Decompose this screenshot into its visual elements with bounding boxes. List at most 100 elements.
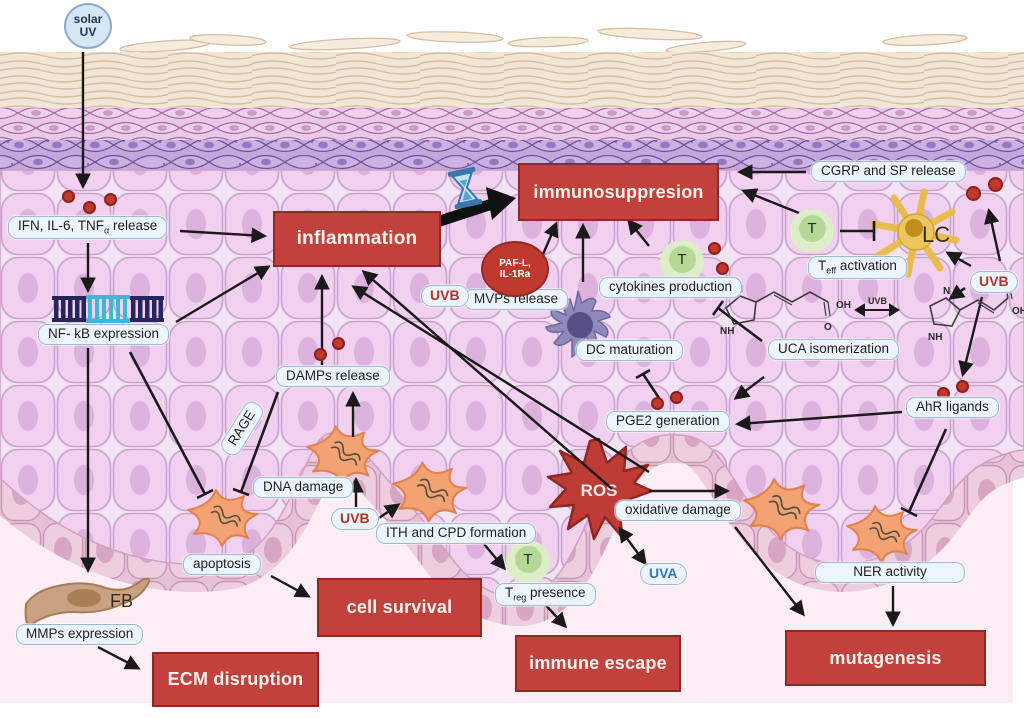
arrow-uvb-up [984,207,1002,262]
mediator-dot [966,186,981,201]
t-cell-treg: T [506,540,550,584]
mediator-dot [83,201,96,214]
mediator-dot [716,262,729,275]
t-cell-label: T [523,550,533,568]
t-cell-label: T [807,219,817,237]
mol-nh: NH [720,326,734,337]
mol-uvb-label: UVB [868,296,888,306]
arrow-uva-to-ros [618,526,647,566]
mediator-dot [104,193,117,206]
mol-nh2: NH [928,332,942,343]
lc-label: LC [922,222,950,247]
label-uca-isomerization: UCA isomerization [768,339,900,360]
arrow-apoptosis-to-cell-survival [270,574,311,598]
mediator-dot [988,177,1003,192]
label-ith-cpd-formation: ITH and CPD formation [376,523,537,544]
mol-o: O [824,322,832,333]
t-cell-label: T [677,250,687,268]
arrow-uvb-to-ahr [958,296,984,378]
mol-oh2: OH [1012,306,1024,317]
label-dna-damage: DNA damage [253,477,354,498]
cell-nucleus [905,219,923,237]
label-treg-presence: Treg presence [495,583,596,606]
melanocyte-apoptotic [187,489,259,547]
arrow-inflammation-to-immunosuppression-bold [435,187,516,228]
dna-helix-icon [210,505,241,527]
label-nfkb-expression: NF- kB expression [38,324,170,345]
cell-nucleus [567,312,593,338]
solar-uv-line1: solar [73,12,103,27]
melanocyte-oxidized [742,477,821,541]
mediator-dot [62,190,75,203]
dna-helix-icon [869,521,901,543]
arrow-nfkb-to-inflammation [175,265,271,324]
label-apoptosis: apoptosis [183,554,261,575]
uvb-tag-right: UVB [970,271,1018,293]
cell-nucleus [67,589,101,607]
t-cell-teff: T [790,209,834,253]
outcome-ecm-disruption: ECM disruption [152,652,319,707]
outcome-cell-survival: cell survival [317,578,482,637]
arrow-oxidative-to-mutagenesis [734,526,805,617]
melanocyte-body [187,489,259,547]
shed-flakes [119,27,968,54]
fibroblast-cell: FB [24,577,151,626]
arrow-ros-to-inflammation [361,269,613,490]
arrow-uvb-to-ith [378,503,401,519]
mediator-dot [332,337,345,350]
label-oxidative-damage: oxidative damage [615,500,741,521]
paf-line2: IL-1Ra [499,269,531,280]
arrow-ifn-to-inflammation [179,227,268,244]
dna-nfkb-icon [52,295,164,323]
outcome-inflammation: inflammation [273,211,441,267]
paf-line1: PAF-L, [499,257,531,269]
uva-tag: UVA [640,563,687,585]
label-ifn-release: IFN, IL-6, TNFα release [8,216,168,239]
solar-uv-line2: UV [79,25,97,39]
outcome-mutagenesis: mutagenesis [785,630,986,686]
label-cgrp-sp-release: CGRP and SP release [811,161,966,182]
ros-burst: ROS [546,437,654,541]
hourglass-icon [447,166,483,210]
label-damps-release: DAMPs release [276,366,390,387]
dna-helix-icon [330,441,361,466]
arrow-ahr-to-pge2 [734,410,903,431]
label-pge2-generation: PGE2 generation [606,411,730,432]
granular-layer [0,108,1024,142]
arrow-uvb-to-lc [945,251,972,268]
fb-label: FB [110,591,133,611]
stratum-corneum-layer [0,52,1024,110]
label-mvps-release: MVPs release [464,289,569,310]
langerhans-cell: LC [870,188,960,278]
melanocyte-damaged [305,425,380,485]
mediator-dot [314,348,327,361]
label-mmps-expression: MMPs expression [16,624,144,645]
outcome-immunosuppression: immunosuppresion [518,163,719,221]
arrow-pge2-to-inflammation [351,285,650,474]
label-cytokines-production: cytokines production [599,277,743,298]
arrow-ith-to-treg [483,543,506,571]
dna-helix-icon [768,495,801,520]
label-ahr-ligands: AhR ligands [906,397,999,418]
solar-uv-source: solar UV [64,3,112,49]
t-cell-cytokines: T [660,240,704,284]
mediator-dot [670,391,683,404]
arrow-mmps-to-ecm [97,645,141,670]
inhibition-lines [128,221,948,518]
arrow-uca-to-pge2 [733,376,765,400]
arrow-cytokines-to-immunosuppression [627,218,650,247]
dna-helix-icon [416,478,449,502]
mediator-dot [651,397,664,410]
uvb-tag-mvps: UVB [421,285,469,307]
mediator-dot [708,242,721,255]
mol-oh: OH [836,300,851,311]
label-teff-activation: Teff activation [808,256,907,279]
mol-n2: N [943,286,950,297]
uvb-tag-dna: UVB [331,508,379,530]
melanocyte-ner [846,505,918,563]
label-ner-activity: NER activity [815,562,965,583]
outcome-immune-escape: immune escape [515,635,681,692]
label-dc-maturation: DC maturation [576,340,684,361]
